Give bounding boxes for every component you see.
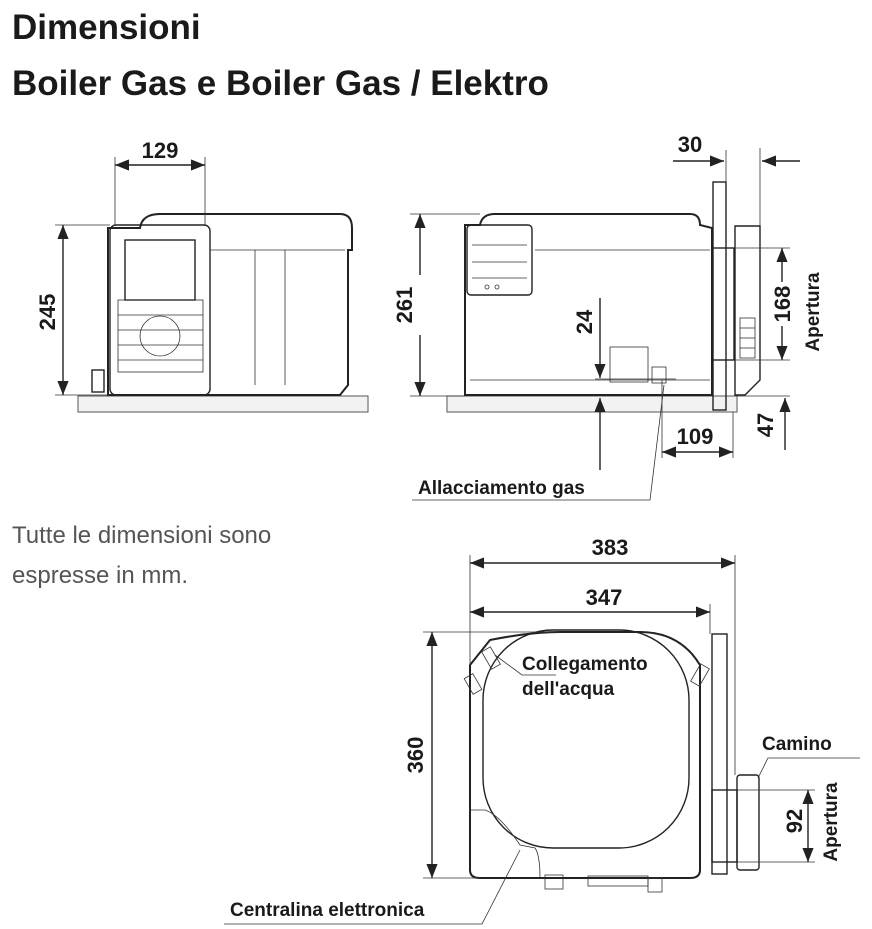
units-note: Tutte le dimensioni sono espresse in mm. — [12, 516, 271, 596]
total-width-label: 383 — [592, 535, 629, 560]
depth-label: 360 — [403, 737, 428, 774]
side-height-label: 261 — [392, 287, 417, 324]
opening-label-side: Apertura — [803, 272, 824, 352]
front-height-label: 245 — [35, 294, 60, 331]
bottom-offset-label: 47 — [753, 413, 778, 437]
front-width-label: 129 — [142, 138, 179, 163]
water-connection-label-2: dell'acqua — [522, 679, 615, 700]
water-connection-label-1: Collegamento — [522, 654, 648, 675]
chimney-label: Camino — [762, 734, 832, 755]
body-width-label: 347 — [586, 585, 623, 610]
gas-distance-label: 109 — [677, 424, 714, 449]
units-note-line-1: Tutte le dimensioni sono — [12, 522, 272, 549]
opening-width-label: 92 — [782, 809, 807, 833]
control-unit-label: Centralina elettronica — [230, 900, 425, 921]
gas-offset-label: 24 — [572, 309, 597, 334]
page-title: Dimensioni — [12, 8, 201, 47]
opening-height-label: 168 — [770, 286, 795, 323]
opening-label-top: Apertura — [821, 782, 842, 862]
units-note-line-2: espresse in mm. — [12, 562, 189, 589]
top-view: 383 347 360 Collegamento dell'acqua Cami… — [224, 535, 860, 925]
gas-connection-label: Allacciamento gas — [418, 478, 585, 499]
front-view: 129 245 — [35, 138, 369, 413]
page-subtitle: Boiler Gas e Boiler Gas / Elektro — [12, 64, 549, 103]
side-view: 261 24 30 168 Apertura 47 109 Allacciame… — [392, 132, 824, 501]
wall-thickness-label: 30 — [678, 132, 702, 157]
